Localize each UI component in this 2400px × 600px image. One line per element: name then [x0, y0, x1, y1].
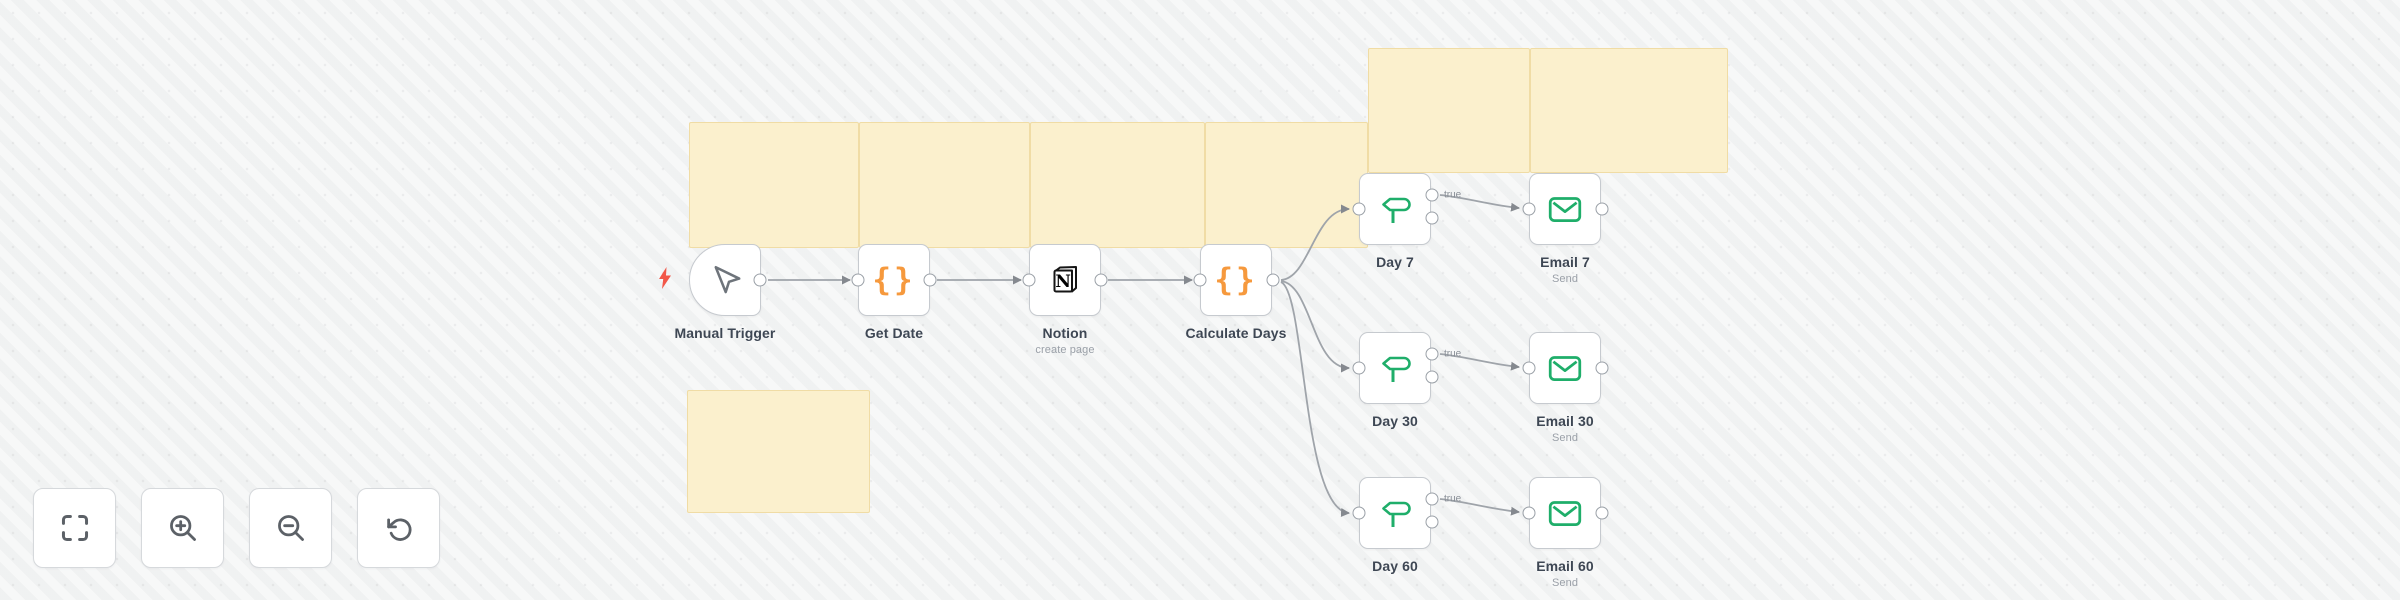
- sticky-note[interactable]: [1530, 48, 1728, 173]
- node-label: Email 60 Send: [1475, 558, 1655, 589]
- output-port[interactable]: [1595, 506, 1609, 520]
- edge-label-true: true: [1444, 493, 1462, 505]
- svg-text:N: N: [1055, 272, 1071, 292]
- node-email-60[interactable]: [1529, 477, 1601, 549]
- input-port[interactable]: [1522, 361, 1536, 375]
- fit-view-icon: [61, 514, 88, 542]
- code-braces-icon: {}: [872, 261, 916, 298]
- node-label: Day 30: [1372, 413, 1418, 429]
- output-port-true[interactable]: [1425, 347, 1439, 361]
- connection: [1280, 281, 1350, 517]
- output-port-false[interactable]: [1425, 211, 1439, 225]
- sticky-note[interactable]: [1030, 122, 1205, 248]
- edge-label-true: true: [1444, 348, 1462, 360]
- node-calculate-days[interactable]: {}: [1200, 244, 1272, 316]
- node-day-7[interactable]: [1359, 173, 1431, 245]
- lightning-bolt-icon: [659, 267, 671, 289]
- sticky-note[interactable]: [687, 390, 870, 513]
- output-port[interactable]: [1595, 202, 1609, 216]
- node-get-date[interactable]: {}: [858, 244, 930, 316]
- output-port[interactable]: [1266, 273, 1280, 287]
- sticky-note[interactable]: [1205, 122, 1368, 248]
- output-port[interactable]: [1094, 273, 1108, 287]
- node-subtitle: Send: [1551, 432, 1579, 444]
- node-label: Manual Trigger: [674, 325, 776, 341]
- notion-icon: N: [1053, 266, 1077, 293]
- node-subtitle: Send: [1551, 273, 1579, 285]
- zoom-out-icon: [277, 515, 304, 541]
- node-label: Calculate Days: [1185, 325, 1287, 341]
- input-port[interactable]: [1352, 506, 1366, 520]
- zoom-in-icon: [169, 515, 196, 541]
- node-email-7[interactable]: [1529, 173, 1601, 245]
- output-port-false[interactable]: [1425, 370, 1439, 384]
- node-email-30[interactable]: [1529, 332, 1601, 404]
- output-port-true[interactable]: [1425, 492, 1439, 506]
- signpost-icon: [1382, 197, 1411, 223]
- input-port[interactable]: [1352, 361, 1366, 375]
- sticky-note[interactable]: [1368, 48, 1530, 173]
- code-braces-icon: {}: [1214, 261, 1258, 298]
- node-label: Email 30 Send: [1475, 413, 1655, 444]
- email-icon: [1548, 501, 1582, 526]
- node-label: Day 60: [1372, 558, 1418, 574]
- canvas-toolbar: [33, 488, 440, 568]
- zoom-in-button[interactable]: [141, 488, 224, 568]
- node-label: Notion create page: [975, 325, 1155, 356]
- node-notion[interactable]: N: [1029, 244, 1101, 316]
- email-icon: [1548, 197, 1582, 222]
- signpost-icon: [1382, 501, 1411, 527]
- sticky-note[interactable]: [689, 122, 859, 248]
- email-icon: [1548, 356, 1582, 381]
- zoom-out-button[interactable]: [249, 488, 332, 568]
- signpost-icon: [1382, 356, 1411, 382]
- node-label: Get Date: [864, 325, 924, 341]
- input-port[interactable]: [1522, 202, 1536, 216]
- edge-label-true: true: [1444, 189, 1462, 201]
- node-label: Day 7: [1376, 254, 1414, 270]
- input-port[interactable]: [1352, 202, 1366, 216]
- node-label: Email 7 Send: [1475, 254, 1655, 285]
- output-port[interactable]: [923, 273, 937, 287]
- node-day-30[interactable]: [1359, 332, 1431, 404]
- input-port[interactable]: [851, 273, 865, 287]
- sticky-note[interactable]: [859, 122, 1030, 248]
- output-port[interactable]: [753, 273, 767, 287]
- output-port[interactable]: [1595, 361, 1609, 375]
- zoom-to-fit-button[interactable]: [33, 488, 116, 568]
- node-subtitle: Send: [1551, 577, 1579, 589]
- input-port[interactable]: [1022, 273, 1036, 287]
- input-port[interactable]: [1522, 506, 1536, 520]
- cursor-icon: [714, 265, 741, 294]
- reset-zoom-button[interactable]: [357, 488, 440, 568]
- input-port[interactable]: [1193, 273, 1207, 287]
- node-subtitle: create page: [1035, 344, 1095, 356]
- undo-icon: [386, 518, 411, 541]
- output-port-true[interactable]: [1425, 188, 1439, 202]
- node-manual-trigger[interactable]: [689, 244, 761, 316]
- output-port-false[interactable]: [1425, 515, 1439, 529]
- node-day-60[interactable]: [1359, 477, 1431, 549]
